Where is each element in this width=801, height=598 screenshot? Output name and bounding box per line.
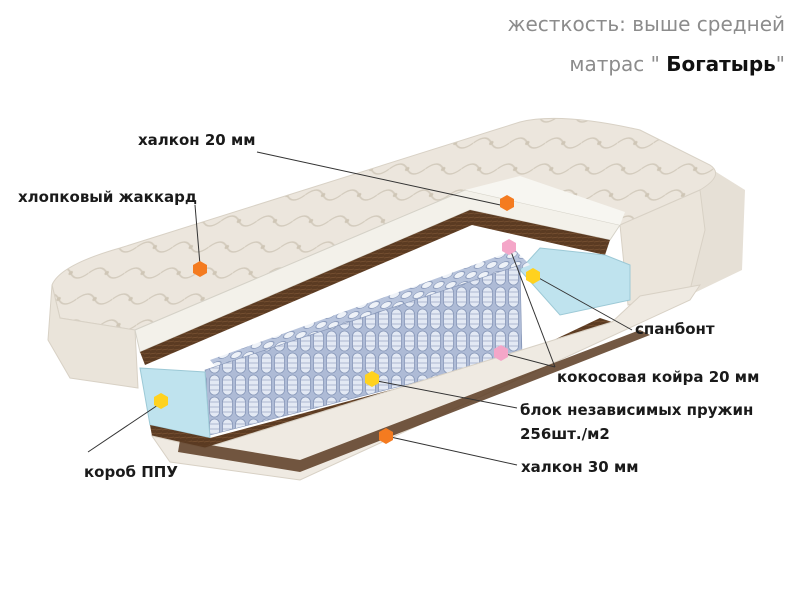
leader-halkon-top [256, 151, 506, 207]
leader-foam-box [87, 402, 162, 453]
model-name: Богатырь [666, 52, 776, 76]
leader-halkon-bottom [385, 435, 518, 466]
marker-halkon-top [500, 195, 514, 211]
marker-foam-box [154, 393, 168, 409]
halkon-bottom-layer [150, 284, 702, 481]
marker-jacquard [193, 261, 207, 277]
halkon-top-face [465, 176, 625, 225]
label-springs-line2: 256шт./м2 [520, 425, 610, 443]
leader-spunbond [536, 276, 633, 331]
leader-coir-2 [501, 352, 556, 368]
marker-springs [365, 371, 379, 387]
label-springs-line1: блок независимых пружин [520, 401, 754, 419]
leader-jacquard [194, 204, 201, 266]
label-halkon-bottom: халкон 30 мм [521, 458, 639, 476]
coir-base-strip [178, 330, 650, 472]
leader-coir-1 [509, 248, 556, 368]
label-jacquard: хлопковый жаккард [18, 188, 197, 206]
label-halkon-top: халкон 20 мм [138, 131, 256, 149]
mattress-front-side [47, 284, 139, 389]
leader-springs [371, 379, 518, 409]
label-coir: кокосовая койра 20 мм [557, 368, 760, 386]
stiffness-caption: жесткость: выше средней [507, 12, 785, 36]
label-spunbond: спанбонт [635, 320, 715, 338]
model-caption: матрас " Богатырь" [569, 52, 785, 76]
label-foam-box: короб ППУ [84, 463, 178, 481]
marker-halkon-bottom [379, 428, 393, 444]
marker-spunbond [526, 268, 540, 284]
marker-coir-top [502, 239, 516, 255]
marker-coir-bottom [494, 345, 508, 361]
